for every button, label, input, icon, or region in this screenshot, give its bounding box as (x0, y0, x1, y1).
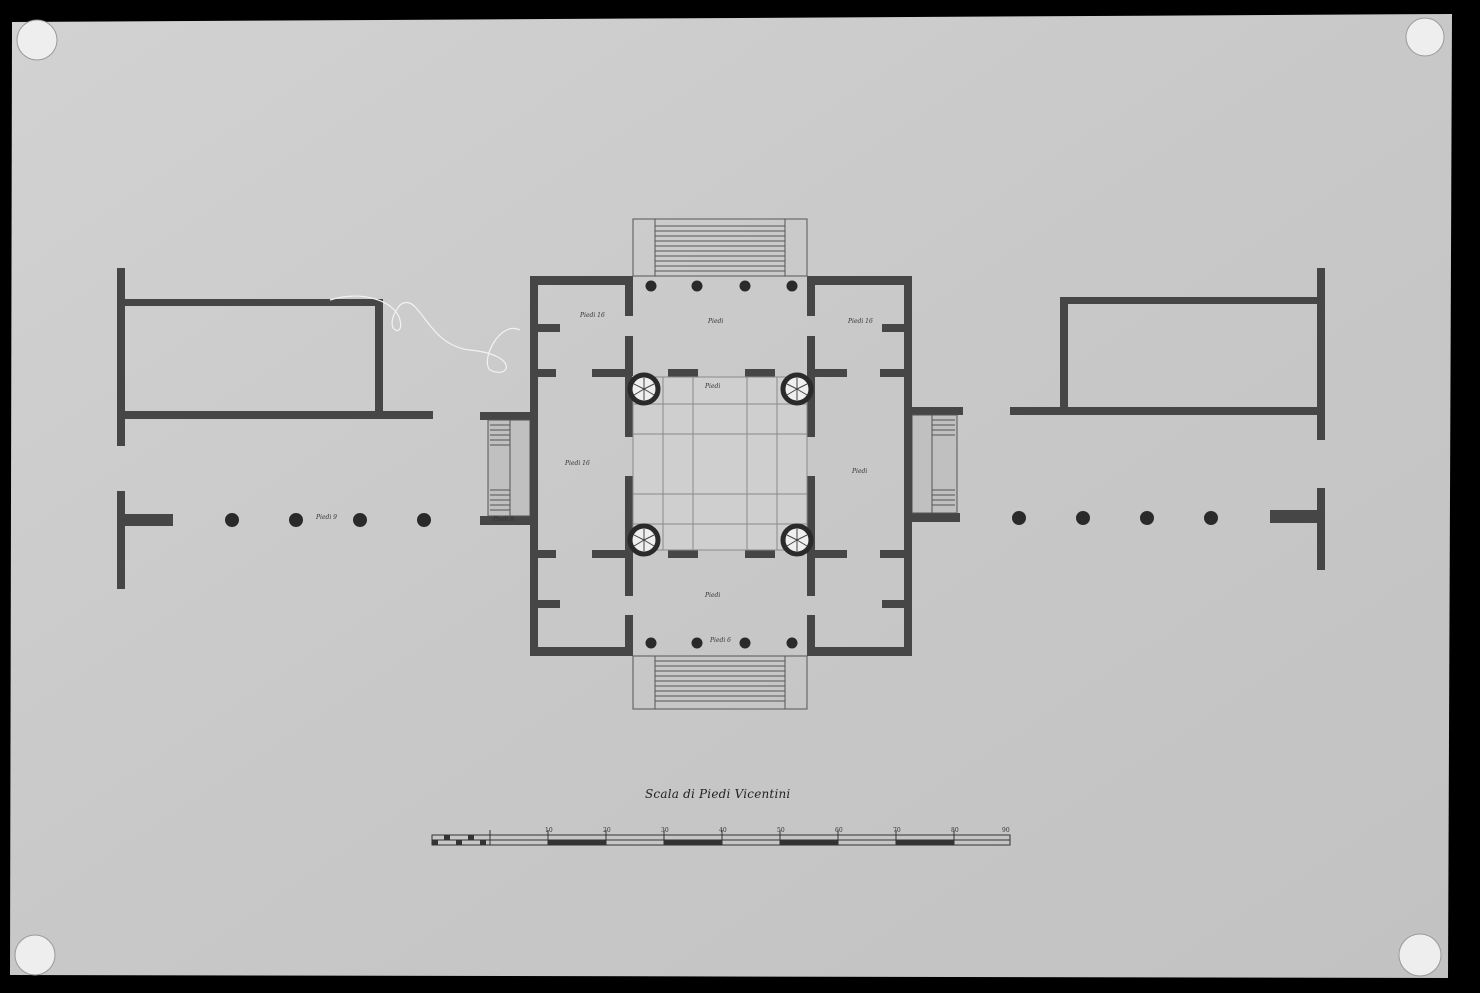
room-label: Piedi (852, 468, 868, 475)
central-hall-vault (632, 376, 808, 551)
pin-bottom-right-icon (1398, 933, 1442, 977)
room-label: Piedi 16 (565, 460, 590, 467)
room-label: Piedi (705, 592, 721, 599)
stray-line-mark (329, 295, 521, 373)
right-stair (911, 414, 958, 514)
pin-top-left-icon (16, 19, 58, 61)
scale-number: 40 (719, 827, 727, 834)
scale-bar: 10 20 30 40 50 60 70 80 90 (431, 827, 1011, 846)
pin-top-right-icon (1405, 17, 1445, 57)
scale-number: 80 (951, 827, 959, 834)
room-label: Piedi (705, 383, 721, 390)
scale-number: 10 (545, 827, 553, 834)
pin-bottom-left-icon (14, 934, 56, 976)
room-label: Piedi 16 (580, 312, 605, 319)
scale-title: Scala di Piedi Vicentini (645, 787, 791, 801)
portico-columns (645, 280, 798, 649)
scale-number: 70 (893, 827, 901, 834)
top-grand-stair (632, 218, 808, 277)
central-block-walls (530, 276, 912, 656)
right-wing (910, 268, 1325, 570)
scale-number: 90 (1002, 827, 1010, 834)
right-colonnade (1012, 511, 1218, 525)
bottom-grand-stair (632, 655, 808, 710)
left-wing (117, 268, 530, 589)
scale-number: 20 (603, 827, 611, 834)
left-stair (487, 419, 531, 517)
room-label: Piedi 16 (848, 318, 873, 325)
room-label: Piedi 8 (493, 516, 514, 523)
left-colonnade (225, 513, 431, 527)
scale-number: 60 (835, 827, 843, 834)
corner-pins (14, 17, 1445, 977)
room-label: Piedi 9 (316, 514, 337, 521)
scale-number: 50 (777, 827, 785, 834)
room-label: Piedi (708, 318, 724, 325)
room-label: Piedi 6 (710, 637, 731, 644)
spiral-stair-steps (633, 378, 808, 551)
scale-number: 30 (661, 827, 669, 834)
